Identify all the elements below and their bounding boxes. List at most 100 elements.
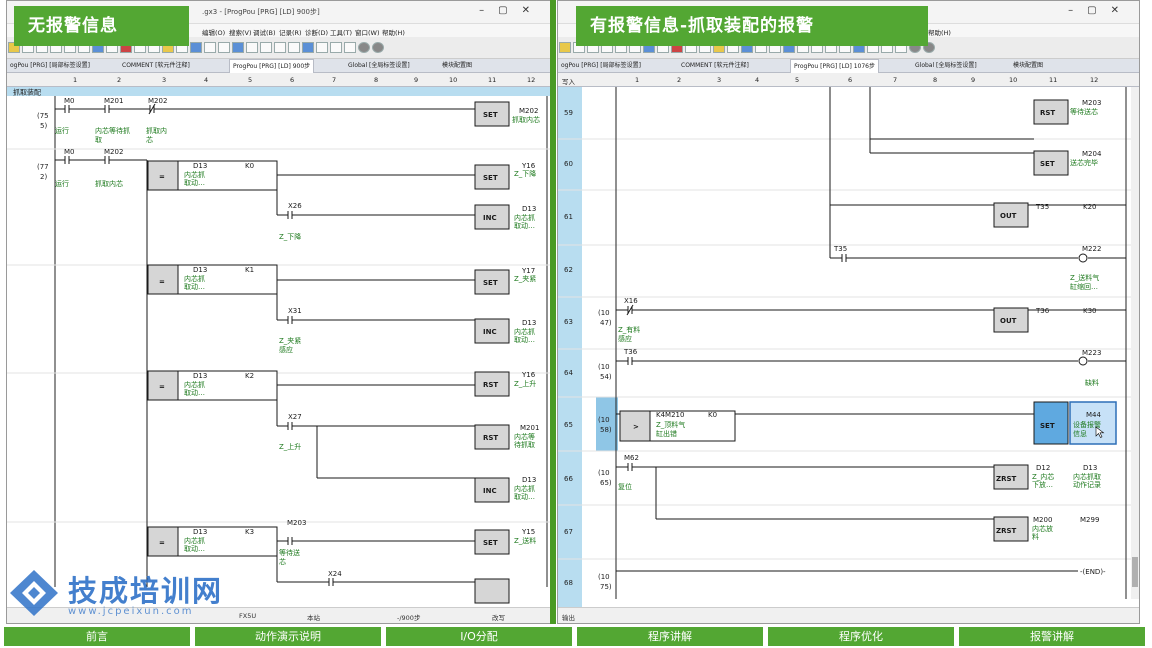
nav-preface[interactable]: 前言 [4,627,190,646]
column-header: 写入 1 2 3 4 5 6 7 8 9 10 11 12 [558,73,1139,87]
window-controls[interactable]: –▢✕ [479,5,544,16]
comment-label: Z_内芯 [1032,472,1054,481]
device-label: Y16 [521,162,536,170]
device-label: K30 [1083,307,1097,315]
menu-diagnose[interactable]: 诊断(D) [305,29,329,37]
col-9: 9 [414,76,419,84]
col-5: 5 [795,76,800,84]
col-10: 10 [1009,76,1018,84]
comment-label: 取动… [514,221,535,230]
ladder-diagram-right: 59 60 61 62 63 64 65 66 67 68 (10 47) (1… [558,87,1139,607]
menu-record[interactable]: 记录(R) [279,29,302,37]
device-label: K0 [708,411,717,419]
tab-comment[interactable]: COMMENT [软元件注释] [681,62,749,69]
menu-search[interactable]: 搜索(V) [229,29,252,37]
col-1: 1 [73,76,78,84]
row-number: 66 [564,475,573,483]
nav-alarm[interactable]: 报警讲解 [959,627,1145,646]
status-bar: 输出 [558,607,1139,623]
comment-label: 内芯抓 [514,213,535,222]
device-label: K2 [245,372,254,380]
device-icon[interactable] [274,42,286,53]
col-1: 1 [635,76,640,84]
device-label: D13 [193,528,207,536]
menu-edit[interactable]: 编辑(O) [202,29,226,37]
device-icon[interactable] [288,42,300,53]
comment-label: Z_下降 [279,232,301,241]
menu-window[interactable]: 窗口(W) [355,29,380,37]
nav-demo[interactable]: 动作演示说明 [195,627,381,646]
step-number: 47) [600,319,612,327]
tab-progpou[interactable]: ProgPou [PRG] [LD] 900步 [229,59,315,73]
row-number: 60 [564,160,573,168]
row-number: 68 [564,579,573,587]
section-label: 抓取装配 [13,88,41,97]
plc-icon[interactable] [316,42,328,53]
col-3: 3 [162,76,167,84]
logo-text: 技成培训网 [68,574,224,608]
comment-label: 取动… [184,178,205,187]
table-icon[interactable] [246,42,258,53]
menu-tools[interactable]: 工具(T) [330,29,353,37]
comment-label: 内芯抓取 [1073,472,1101,481]
comment-label: Z_送料气 [1070,273,1099,282]
step-number: 75) [600,583,612,591]
grid-icon[interactable] [218,42,230,53]
set-instruction: SET [483,539,498,547]
col-9: 9 [971,76,976,84]
stop-icon[interactable] [923,42,935,53]
memory-icon[interactable] [330,42,342,53]
grid-icon[interactable] [204,42,216,53]
window-title: .gx3 - [ProgPou [PRG] [LD] 900步] [202,8,320,16]
memory-icon[interactable] [344,42,356,53]
menu-help[interactable]: 帮助(H) [382,29,405,37]
device-label: D13 [193,266,207,274]
menu-help[interactable]: 帮助(H) [928,29,951,37]
window-controls[interactable]: –▢✕ [1068,5,1133,16]
vertical-scrollbar[interactable] [1131,87,1139,599]
inc-instruction: INC [483,214,497,222]
ladder-area-right[interactable]: 59 60 61 62 63 64 65 66 67 68 (10 47) (1… [558,87,1139,607]
device-label: M299 [1080,516,1099,524]
rst-instruction: RST [1040,109,1055,117]
tab-local-labels[interactable]: ogPou [PRG] [局部标签设置] [10,62,90,69]
zoom-icon[interactable] [232,42,244,53]
device-label: X26 [288,202,302,210]
tab-module-config[interactable]: 模块配置图 [442,62,473,69]
menu-debug[interactable]: 调试(B) [253,29,276,37]
plc-icon[interactable] [302,42,314,53]
step-number: 5) [40,122,47,130]
status-mode: 改写 [492,614,505,622]
stop-icon[interactable] [358,42,370,53]
inc-instruction: INC [483,328,497,336]
comment-label: 芯 [279,557,286,566]
out-instruction: OUT [1000,317,1017,325]
split-divider [550,0,556,624]
set-instruction: SET [483,174,498,182]
tab-global-labels[interactable]: Global [全局标签设置] [915,62,977,69]
comment-label: 料 [1032,532,1039,541]
nav-optimize[interactable]: 程序优化 [768,627,954,646]
nav-io[interactable]: I/O分配 [386,627,572,646]
read-icon[interactable] [190,42,202,53]
stop-icon[interactable] [372,42,384,53]
bottom-nav: 前言 动作演示说明 I/O分配 程序讲解 程序优化 报警讲解 [0,624,1152,648]
step-number: (77 [37,163,49,171]
nav-program[interactable]: 程序讲解 [577,627,763,646]
tab-module-config[interactable]: 模块配置图 [1013,62,1044,69]
compare-instruction: = [159,278,165,286]
col-6: 6 [290,76,295,84]
device-label: Y15 [521,528,535,536]
tab-local-labels[interactable]: ogPou [PRG] [局部标签设置] [561,62,641,69]
comment-label: 复位 [618,482,632,491]
scrollbar-thumb[interactable] [1132,557,1138,587]
table-icon[interactable] [260,42,272,53]
tab-comment[interactable]: COMMENT [软元件注释] [122,62,190,69]
open-icon[interactable] [559,42,571,53]
compare-instruction: = [159,539,165,547]
tab-global-labels[interactable]: Global [全局标签设置] [348,62,410,69]
ladder-area-left[interactable]: 抓取装配 (75 5) (77 2) [7,87,550,607]
tab-progpou[interactable]: ProgPou [PRG] [LD] 1076步 [790,59,879,73]
comment-label: 取 [95,136,102,144]
step-number: (10 [598,469,610,477]
